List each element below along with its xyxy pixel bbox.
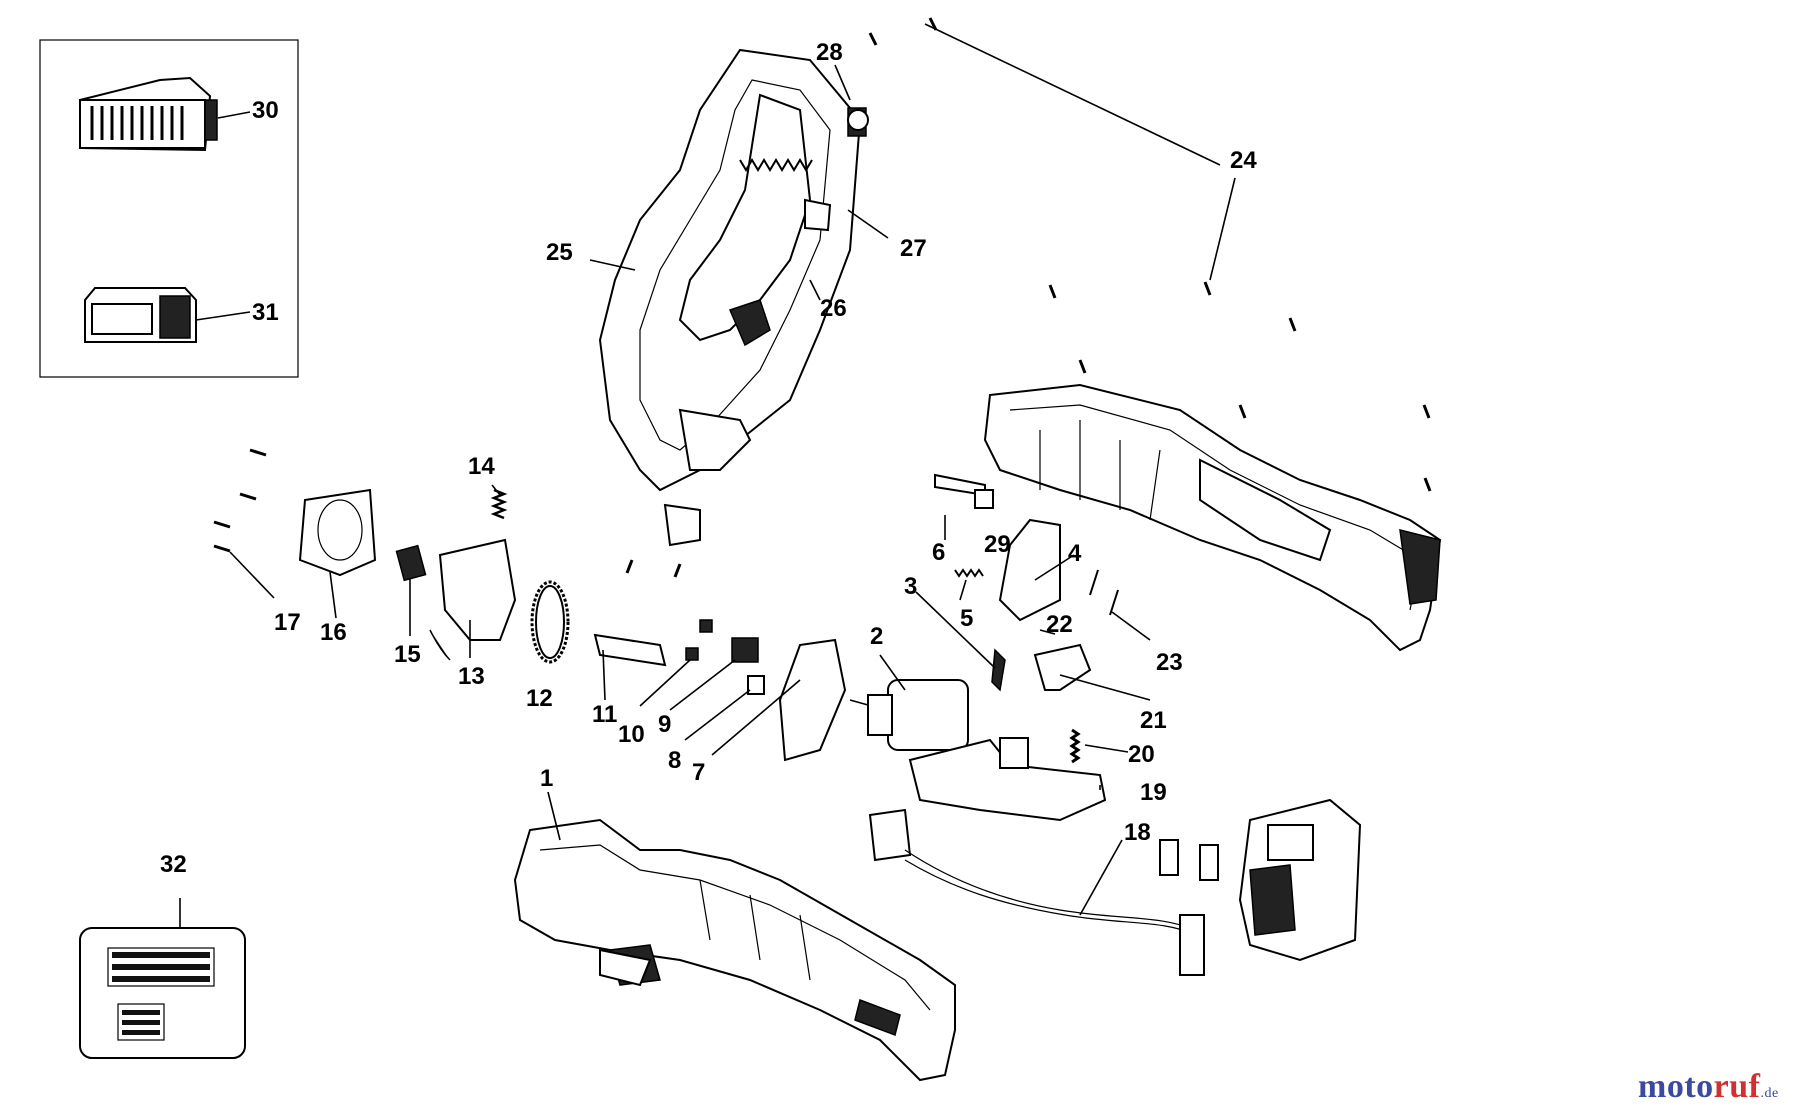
screws-17 xyxy=(213,448,267,553)
part-31-battery xyxy=(84,287,197,343)
part-19-switch-plate xyxy=(908,737,1107,822)
part-25-handle-housing xyxy=(598,48,869,547)
label-29: 29 xyxy=(984,531,1011,558)
watermark-part3: .de xyxy=(1760,1086,1779,1101)
label-5: 5 xyxy=(960,605,973,632)
part-15-pinion xyxy=(395,544,427,582)
part-21-lock xyxy=(1033,643,1092,691)
part-3-trigger xyxy=(991,648,1006,692)
label-20: 20 xyxy=(1128,741,1155,768)
label-11: 11 xyxy=(592,701,617,728)
part-24-right-housing xyxy=(983,383,1442,652)
label-19: 19 xyxy=(1140,779,1167,806)
part-14-spring xyxy=(490,488,508,520)
label-25: 25 xyxy=(546,239,573,266)
label-24: 24 xyxy=(1230,147,1257,174)
label-7: 7 xyxy=(692,759,705,786)
watermark-part2: ruf xyxy=(1713,1068,1761,1105)
part-12-gear xyxy=(530,580,570,664)
part-number-labels: 1 2 3 4 5 6 7 8 9 10 11 12 13 14 15 16 1… xyxy=(160,39,1257,878)
label-13: 13 xyxy=(458,663,485,690)
label-4: 4 xyxy=(1068,540,1082,567)
label-22: 22 xyxy=(1046,611,1073,638)
label-6: 6 xyxy=(932,539,945,566)
watermark-part1: moto xyxy=(1638,1068,1714,1105)
label-28: 28 xyxy=(816,39,843,66)
label-15: 15 xyxy=(394,641,421,668)
label-2: 2 xyxy=(870,623,883,650)
label-12: 12 xyxy=(526,685,553,712)
label-23: 23 xyxy=(1156,649,1183,676)
part-13-gear-plate xyxy=(429,538,517,661)
label-10: 10 xyxy=(618,721,645,748)
part-20-spring xyxy=(1069,728,1081,764)
part-29-clip xyxy=(974,489,994,509)
label-30: 30 xyxy=(252,97,279,124)
part-4-switch-body xyxy=(998,518,1061,622)
leader-lines xyxy=(229,23,1236,916)
accessory-inset-box xyxy=(39,39,299,378)
label-32: 32 xyxy=(160,851,187,878)
screws-24 xyxy=(868,17,1432,492)
label-21: 21 xyxy=(1140,707,1167,734)
label-14: 14 xyxy=(468,453,495,480)
part-16-cover xyxy=(298,488,377,577)
parts-22-23-pins xyxy=(1089,569,1119,616)
part-5-spring xyxy=(954,568,984,578)
part-18-wiring-battery xyxy=(868,798,1362,976)
label-27: 27 xyxy=(900,235,927,262)
part-30-charger xyxy=(79,76,218,152)
part-11-shaft xyxy=(593,633,667,667)
label-3: 3 xyxy=(904,573,917,600)
parts-9-10-bearing-bushing xyxy=(685,619,765,695)
label-1: 1 xyxy=(540,765,553,792)
brand-watermark: motoruf.de xyxy=(1638,1068,1779,1106)
label-16: 16 xyxy=(320,619,347,646)
label-17: 17 xyxy=(274,609,301,636)
label-31: 31 xyxy=(252,299,279,326)
part-7-plate xyxy=(778,638,847,762)
label-18: 18 xyxy=(1124,819,1151,846)
part-32-label-plate xyxy=(79,898,246,1059)
part-1-main-housing xyxy=(513,818,956,1082)
label-9: 9 xyxy=(658,711,671,738)
screws-misc xyxy=(625,559,682,578)
part-2-motor xyxy=(849,679,969,751)
label-8: 8 xyxy=(668,747,681,774)
label-26: 26 xyxy=(820,295,847,322)
